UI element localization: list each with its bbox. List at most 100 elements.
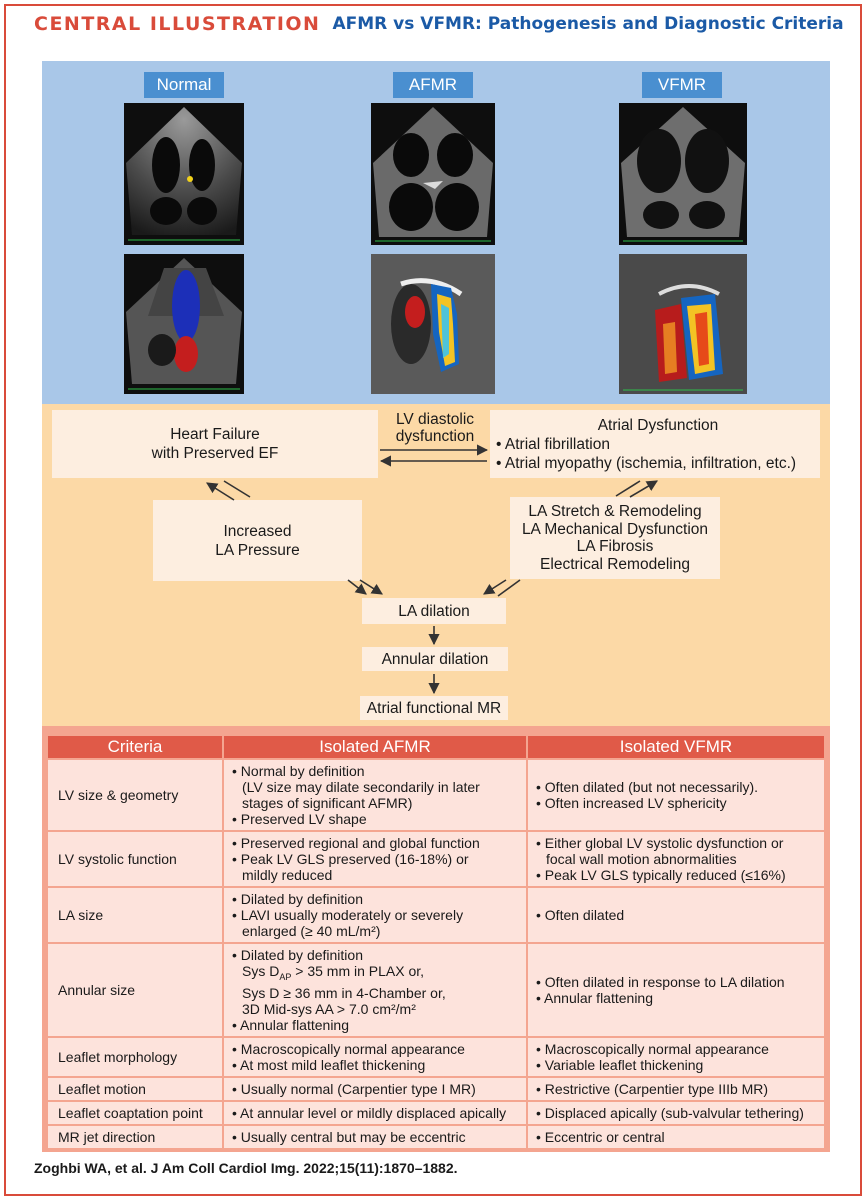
increased-la-line-1: Increased: [223, 522, 292, 540]
table-row: LA size Dilated by definition LAVI usual…: [46, 886, 826, 944]
list-item: Sys D ≥ 36 mm in 4-Chamber or,: [242, 984, 446, 1001]
list-item: focal wall motion abnormalities: [546, 851, 737, 867]
la-remodeling-box: LA Stretch & Remodeling LA Mechanical Dy…: [510, 497, 720, 579]
criteria-cell: Leaflet motion: [46, 1075, 224, 1102]
vfmr-cell: Restrictive (Carpentier type IIIb MR): [526, 1075, 826, 1102]
afmr-cell: Usually central but may be eccentric: [222, 1123, 528, 1150]
echo-label-afmr: AFMR: [393, 72, 473, 98]
list-item: Macroscopically normal appearance: [232, 1041, 518, 1057]
atrial-dysfunction-box: Atrial Dysfunction • Atrial fibrillation…: [490, 410, 820, 478]
lv-diastolic-label: LV diastolic dysfunction: [380, 411, 490, 445]
annular-dilation-box: Annular dilation: [362, 647, 508, 671]
list-item: Peak LV GLS preserved (16-18%) or: [232, 851, 518, 867]
echo-image-normal-color: [124, 254, 244, 394]
list-item: Eccentric or central: [536, 1129, 816, 1145]
list-item: Annular flattening: [232, 1017, 518, 1033]
criteria-cell: Leaflet morphology: [46, 1035, 224, 1078]
table-row: Leaflet morphology Macroscopically norma…: [46, 1035, 826, 1078]
afmr-cell: Normal by definition (LV size may dilate…: [222, 758, 528, 832]
afmr-cell: Macroscopically normal appearance At mos…: [222, 1035, 528, 1078]
table-row: Leaflet coaptation point At annular leve…: [46, 1099, 826, 1126]
list-item: Macroscopically normal appearance: [536, 1041, 816, 1057]
list-item: Preserved regional and global function: [232, 835, 518, 851]
list-item: Often dilated in response to LA dilation: [536, 974, 816, 990]
criteria-cell: LV size & geometry: [46, 758, 224, 832]
list-item: Displaced apically (sub-valvular tetheri…: [536, 1105, 816, 1121]
criteria-cell: LA size: [46, 886, 224, 944]
vfmr-cell: Often dilated in response to LA dilation…: [526, 942, 826, 1038]
list-item: Preserved LV shape: [232, 811, 518, 827]
table-row: Leaflet motion Usually normal (Carpentie…: [46, 1075, 826, 1102]
echo-image-vfmr-2d: [619, 103, 747, 245]
list-item: (LV size may dilate secondarily in later: [242, 779, 480, 795]
atrial-functional-mr-box: Atrial functional MR: [360, 696, 508, 720]
table-header-row: Criteria Isolated AFMR Isolated VFMR: [46, 734, 826, 760]
vfmr-cell: Often dilated (but not necessarily). Oft…: [526, 758, 826, 832]
list-item: Sys DAP > 35 mm in PLAX or,: [242, 963, 425, 982]
criteria-cell: MR jet direction: [46, 1123, 224, 1150]
list-item: Either global LV systolic dysfunction or: [536, 835, 816, 851]
afmr-cell: Dilated by definition Sys DAP > 35 mm in…: [222, 942, 528, 1038]
column-header-criteria: Criteria: [46, 734, 224, 760]
increased-la-pressure-box: Increased LA Pressure: [153, 500, 362, 581]
list-item: Annular flattening: [536, 990, 816, 1006]
list-item: Peak LV GLS typically reduced (≤16%): [536, 867, 816, 883]
list-item: Variable leaflet thickening: [536, 1057, 816, 1073]
la-remodeling-line: LA Fibrosis: [576, 538, 654, 555]
echo-image-vfmr-color: [619, 254, 747, 394]
list-item: At annular level or mildly displaced api…: [232, 1105, 518, 1121]
echo-image-afmr-color: [371, 254, 495, 394]
central-illustration-label: CENTRAL ILLUSTRATION: [34, 13, 321, 35]
atrial-dysfunction-title: Atrial Dysfunction: [597, 416, 719, 434]
atrial-dysfunction-item: • Atrial fibrillation: [496, 435, 610, 453]
criteria-cell: LV systolic function: [46, 830, 224, 888]
list-item: stages of significant AFMR): [242, 795, 413, 811]
criteria-cell: Annular size: [46, 942, 224, 1038]
vfmr-cell: Eccentric or central: [526, 1123, 826, 1150]
table-row: LV systolic function Preserved regional …: [46, 830, 826, 888]
increased-la-line-2: LA Pressure: [215, 541, 300, 559]
table-row: LV size & geometry Normal by definition …: [46, 758, 826, 832]
column-header-afmr: Isolated AFMR: [222, 734, 528, 760]
citation: Zoghbi WA, et al. J Am Coll Cardiol Img.…: [34, 1160, 458, 1176]
lv-diastolic-line-1: LV diastolic: [395, 411, 475, 428]
list-item: At most mild leaflet thickening: [232, 1057, 518, 1073]
list-item: Often increased LV sphericity: [536, 795, 816, 811]
list-item: Restrictive (Carpentier type IIIb MR): [536, 1081, 816, 1097]
echo-label-normal: Normal: [144, 72, 224, 98]
list-item: Dilated by definition: [232, 947, 518, 963]
list-item: enlarged (≥ 40 mL/m²): [242, 923, 381, 939]
list-item: 3D Mid-sys AA > 7.0 cm²/m²: [242, 1000, 416, 1017]
list-item: Often dilated: [536, 907, 816, 923]
list-item: Usually normal (Carpentier type I MR): [232, 1081, 518, 1097]
hfpef-line-1: Heart Failure: [170, 426, 260, 443]
list-item: Often dilated (but not necessarily).: [536, 779, 816, 795]
vfmr-cell: Displaced apically (sub-valvular tetheri…: [526, 1099, 826, 1126]
figure-title: AFMR vs VFMR: Pathogenesis and Diagnosti…: [332, 14, 844, 34]
la-remodeling-line: LA Mechanical Dysfunction: [521, 520, 709, 538]
echo-panel: Normal AFMR VFMR: [42, 61, 830, 404]
vfmr-cell: Macroscopically normal appearance Variab…: [526, 1035, 826, 1078]
figure-frame: [4, 4, 862, 1196]
list-item: Usually central but may be eccentric: [232, 1129, 518, 1145]
hfpef-box: Heart Failure with Preserved EF: [52, 410, 378, 478]
figure-header: CENTRAL ILLUSTRATION AFMR vs VFMR: Patho…: [6, 6, 860, 42]
list-item: LAVI usually moderately or severely: [232, 907, 518, 923]
vfmr-cell: Often dilated: [526, 886, 826, 944]
atrial-dysfunction-item: • Atrial myopathy (ischemia, infiltratio…: [496, 454, 797, 472]
la-remodeling-line: LA Stretch & Remodeling: [528, 503, 702, 520]
la-dilation-box: LA dilation: [362, 598, 506, 624]
la-remodeling-line: Electrical Remodeling: [540, 555, 690, 573]
list-item: mildly reduced: [242, 867, 333, 883]
echo-label-vfmr: VFMR: [642, 72, 722, 98]
afmr-cell: Dilated by definition LAVI usually moder…: [222, 886, 528, 944]
list-item: Normal by definition: [232, 763, 518, 779]
afmr-cell: At annular level or mildly displaced api…: [222, 1099, 528, 1126]
vfmr-cell: Either global LV systolic dysfunction or…: [526, 830, 826, 888]
criteria-cell: Leaflet coaptation point: [46, 1099, 224, 1126]
table-row: Annular size Dilated by definition Sys D…: [46, 942, 826, 1038]
hfpef-line-2: with Preserved EF: [151, 445, 279, 462]
list-item: Dilated by definition: [232, 891, 518, 907]
table-row: MR jet direction Usually central but may…: [46, 1123, 826, 1150]
echo-image-afmr-2d: [371, 103, 495, 245]
